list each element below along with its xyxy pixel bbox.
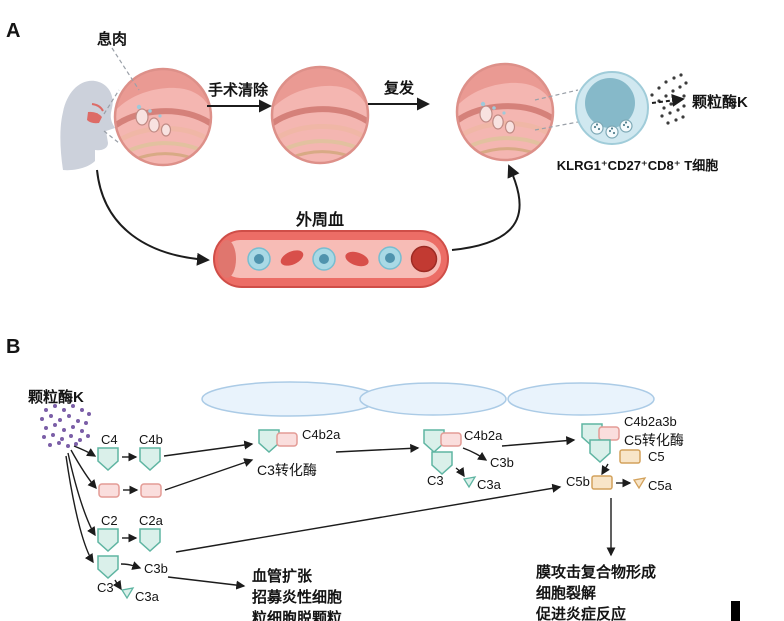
complex2-c3-label: C3 xyxy=(427,473,444,488)
c5-label: C5 xyxy=(648,449,665,464)
complex2-c3a-label: C3a xyxy=(477,477,501,492)
surgery-label: 手术清除 xyxy=(207,82,268,99)
nasal-tissue-circle-3 xyxy=(457,64,553,160)
granzyme-k-label-b: 颗粒酶K xyxy=(28,389,84,406)
relapse-label: 复发 xyxy=(383,80,414,97)
dashed-guides xyxy=(103,47,579,144)
effects-left-text: 血管扩张 招募炎性细胞 粒细胞脱颗粒 xyxy=(252,566,342,621)
effects-left-line1: 血管扩张 xyxy=(252,568,313,585)
c5-convertase-label: C5转化酶 xyxy=(624,432,684,448)
complex3-label: C4b2a3b xyxy=(624,414,677,429)
granzyme-cluster-dots xyxy=(40,404,91,448)
panel-a-label: A xyxy=(6,20,21,42)
complex1-label: C4b2a xyxy=(302,427,341,442)
c4-label: C4 xyxy=(101,432,118,447)
panel-b-label: B xyxy=(6,336,21,358)
effects-left-line2: 招募炎性细胞 xyxy=(252,589,343,606)
effects-right-line1: 膜攻击复合物形成 xyxy=(536,564,657,581)
nasal-tissue-circle-2 xyxy=(272,67,368,163)
c5a-label: C5a xyxy=(648,478,672,493)
c4b-label: C4b xyxy=(139,432,163,447)
c2-label: C2 xyxy=(101,513,118,528)
panel-b-arrows xyxy=(65,436,632,591)
polyp-label: 息肉 xyxy=(97,31,128,48)
c3-label: C3 xyxy=(97,580,114,595)
peripheral-blood-label: 外周血 xyxy=(295,212,344,229)
c3b-label: C3b xyxy=(144,561,168,576)
c3-convertase-label: C3转化酶 xyxy=(257,462,317,478)
c3-convertase-complex xyxy=(258,429,298,453)
complex2-label: C4b2a xyxy=(464,428,503,443)
granzyme-k-label-a: 颗粒酶K xyxy=(692,94,748,111)
c5b-label: C5b xyxy=(566,474,590,489)
effects-right-text: 膜攻击复合物形成 细胞裂解 促进炎症反应 xyxy=(536,562,656,621)
panel-a-arrows xyxy=(96,93,685,266)
effects-right-line3: 促进炎症反应 xyxy=(536,606,627,621)
complex2-c3b-label: C3b xyxy=(490,455,514,470)
blood-vessel-illustration xyxy=(213,230,449,288)
effects-left-line3: 粒细胞脱颗粒 xyxy=(252,610,343,621)
effects-right-line2: 细胞裂解 xyxy=(536,585,597,602)
c3a-label: C3a xyxy=(135,589,159,604)
human-profile-illustration xyxy=(60,80,115,171)
cell-membranes xyxy=(201,381,655,417)
crop-mark xyxy=(731,601,740,621)
nasal-tissue-circle-1 xyxy=(115,69,211,165)
tcell-illustration xyxy=(575,71,649,145)
tcell-label: KLRG1⁺CD27⁺CD8⁺ T细胞 xyxy=(556,158,719,173)
c2a-label: C2a xyxy=(139,513,163,528)
